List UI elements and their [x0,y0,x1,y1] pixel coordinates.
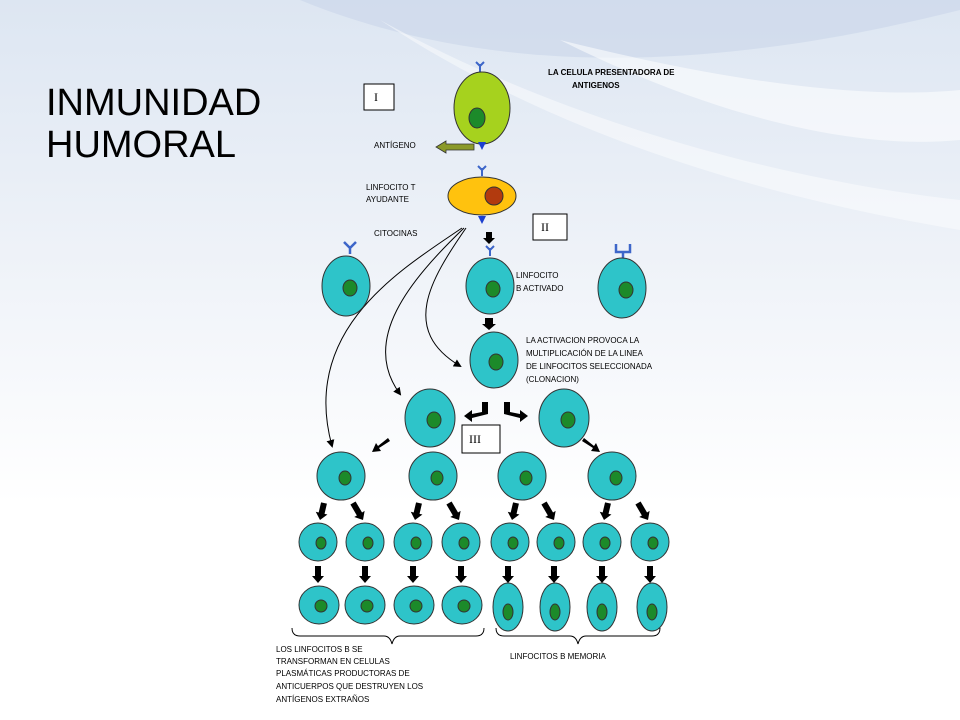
clone-cell [345,522,385,562]
antigen-presenting-cell [453,61,511,150]
step-label-2: II [541,220,549,234]
antigen-arrow-icon [435,140,475,154]
label-cytokines: CITOCINAS [374,229,417,238]
b-cell-left [321,241,371,317]
clone-cell [469,331,519,389]
clone-cell [393,522,433,562]
clone-cell [298,522,338,562]
clone-cell [582,522,622,562]
down-arrow-icon [541,501,556,520]
title-line-1: INMUNIDAD [46,82,262,124]
clone-cell [587,451,637,501]
split-arrow-right-icon [504,402,528,422]
down-arrow-icon [407,566,419,583]
label-plasma-1: LOS LINFOCITOS B SE [276,645,363,654]
clone-cell [538,388,590,448]
receptor-icon [475,61,485,72]
down-arrow-icon [446,501,461,520]
label-activation-3: DE LINFOCITOS SELECCIONADA [526,362,653,371]
step-label-3: III [469,432,481,446]
down-arrow-icon [455,566,467,583]
down-arrow-icon [507,502,520,520]
down-arrow-icon [548,566,560,583]
plasma-cell [298,585,340,625]
down-arrow-icon [596,566,608,583]
label-activation-1: LA ACTIVACION PROVOCA LA [526,336,640,345]
title-line-2: HUMORAL [46,124,237,166]
clone-cell [316,451,366,501]
label-activated-1: LINFOCITO [516,271,559,280]
memory-b-cell [636,582,668,632]
step-box-3: III [461,424,501,454]
label-th-2: AYUDANTE [366,195,409,204]
step-box-1: I [363,83,395,111]
plasma-cell [441,585,483,625]
label-memory: LINFOCITOS B MEMORIA [510,652,607,661]
receptor-icon [614,244,632,258]
label-activated-2: B ACTIVADO [516,284,563,293]
down-arrow-icon [482,318,496,330]
down-arrow-icon [359,566,371,583]
activated-b-cell [465,245,515,315]
down-arrow-icon [410,502,423,520]
label-th-1: LINFOCITO T [366,183,416,192]
memory-b-cell [586,582,618,632]
antigen-marker-icon [478,142,486,150]
split-arrow-left-icon [464,402,488,422]
plasma-cell [344,585,386,625]
receptor-icon [485,245,495,256]
clone-cell [497,451,547,501]
clone-cell [536,522,576,562]
brace-plasma [291,627,485,645]
b-cell-right [597,244,647,319]
label-plasma-5: ANTÍGENOS EXTRAÑOS [276,695,369,704]
label-activation-4: (CLONACION) [526,375,579,384]
clone-cell [490,522,530,562]
step-box-2: II [532,213,568,241]
clone-cell [630,522,670,562]
down-arrow-icon [483,232,495,244]
step-label-1: I [374,90,378,104]
helper-t-cell [447,165,517,224]
label-activation-2: MULTIPLICACIÓN DE LA LINEA [526,349,643,358]
clone-cell [408,451,458,501]
down-left-arrow-icon [372,438,390,452]
label-plasma-4: ANTICUERPOS QUE DESTRUYEN LOS [276,682,423,691]
label-plasma-3: PLASMÁTICAS PRODUCTORAS DE [276,669,410,678]
down-arrow-icon [315,502,328,520]
clone-cell [441,522,481,562]
label-plasma-2: TRANSFORMAN EN CELULAS [276,657,390,666]
down-arrow-icon [599,502,612,520]
memory-b-cell [492,582,524,632]
clone-cell [404,388,456,448]
label-apc-2: ANTIGENOS [572,81,620,90]
antigen-marker-icon [478,216,486,224]
down-arrow-icon [350,501,365,520]
down-arrow-icon [644,566,656,583]
label-apc-1: LA CELULA PRESENTADORA DE [548,68,675,77]
down-right-arrow-icon [582,438,600,452]
down-arrow-icon [502,566,514,583]
down-arrow-icon [312,566,324,583]
receptor-icon [343,241,357,254]
plasma-cell [393,585,435,625]
down-arrow-icon [635,501,650,520]
label-antigen: ANTÍGENO [374,141,416,150]
memory-b-cell [539,582,571,632]
page-title: INMUNIDAD HUMORAL [46,82,306,166]
brace-memory [495,627,661,645]
receptor-icon [477,165,487,176]
